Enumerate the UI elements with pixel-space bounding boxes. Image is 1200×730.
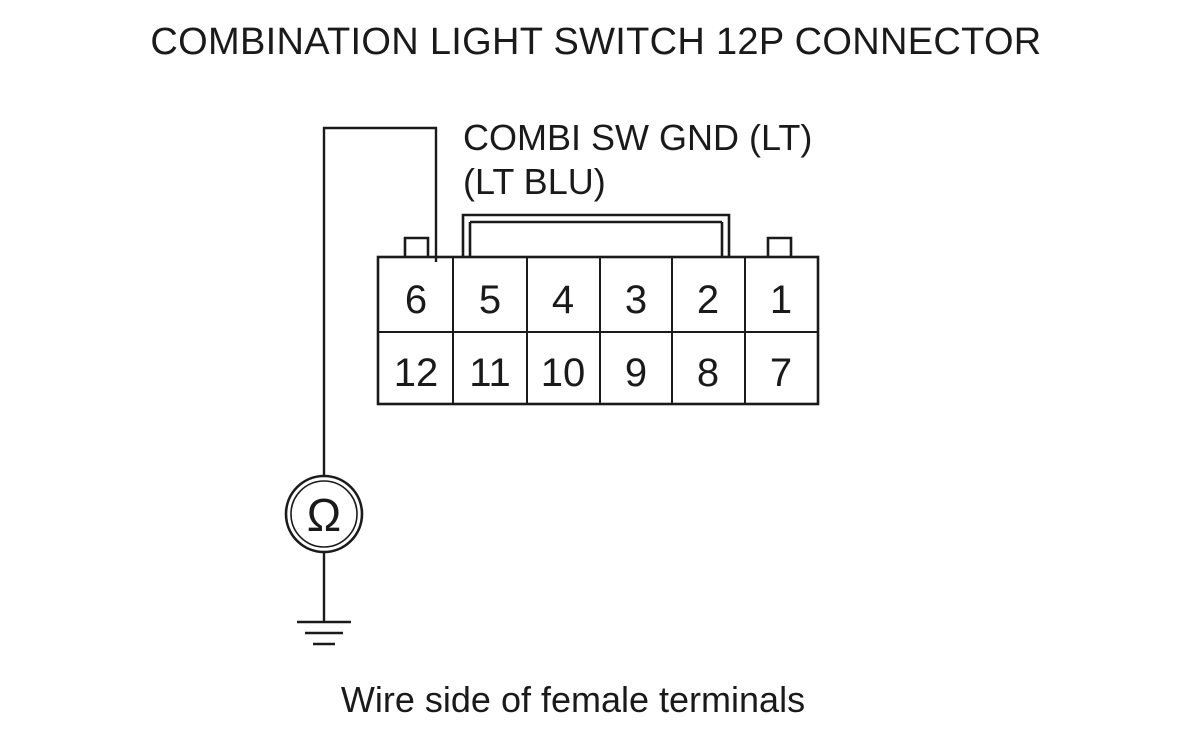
pin-label: 12	[394, 351, 439, 395]
test-probe-wire	[322, 126, 438, 475]
terminal-label-line1: COMBI SW GND (LT)	[463, 117, 812, 158]
pin-label: 10	[541, 351, 586, 395]
diagram-title: COMBINATION LIGHT SWITCH 12P CONNECTOR	[150, 21, 1041, 63]
pin-label: 8	[697, 351, 719, 395]
pin-label: 1	[770, 278, 792, 322]
pin-label: 7	[770, 351, 792, 395]
pin-label: 11	[469, 351, 511, 395]
connector-housing	[376, 213, 820, 406]
terminal-label-line2: (LT BLU)	[463, 161, 606, 202]
ohm-symbol: Ω	[307, 489, 341, 541]
ground-icon	[297, 620, 351, 646]
pin-label: 4	[552, 278, 574, 322]
pin-label: 9	[625, 351, 647, 395]
connector-cell-grid	[378, 257, 818, 404]
pin-label: 5	[479, 278, 501, 322]
pin-label: 3	[625, 278, 647, 322]
ohmmeter-icon: Ω	[284, 474, 364, 554]
connector-top-row: 6 5 4 3 2 1	[405, 278, 792, 322]
connector-bottom-row: 12 11 10 9 8 7	[394, 351, 792, 395]
pin-label: 2	[697, 278, 719, 322]
diagram-caption: Wire side of female terminals	[341, 679, 805, 720]
pin-label: 6	[405, 278, 427, 322]
